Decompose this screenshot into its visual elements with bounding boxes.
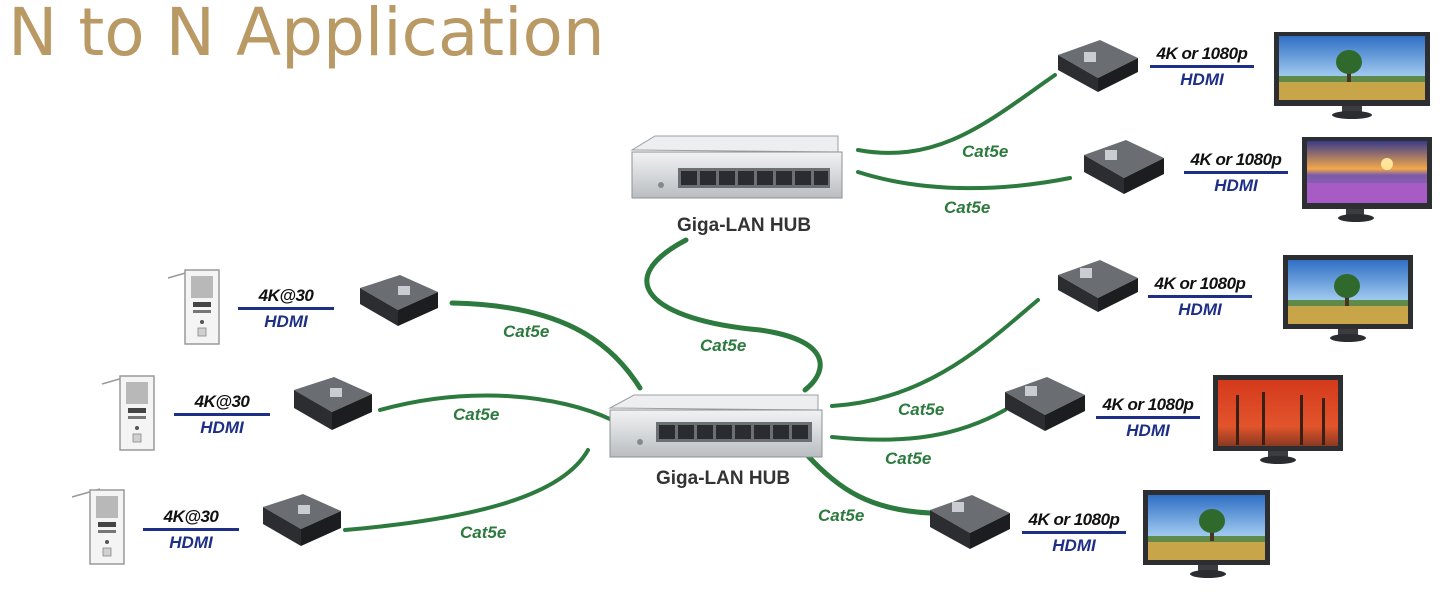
extender-box-center-2 [1005, 377, 1085, 431]
cable-label-source-3: Cat5e [460, 523, 507, 542]
cable-source-1 [449, 300, 643, 391]
cable-top-output-2 [856, 170, 1072, 191]
source-resolution: 4K@30 [194, 392, 250, 411]
output-interface: HDMI [1126, 421, 1170, 440]
intercom-panel-icon [71, 488, 125, 565]
cable-label-source-1: Cat5e [503, 322, 550, 341]
cable-source-2 [378, 393, 614, 422]
cable-top-output-1 [856, 73, 1057, 155]
source-label-3: 4K@30 HDMI [143, 507, 239, 553]
cable-label-center-output-2: Cat5e [885, 449, 932, 468]
source-label-1: 4K@30 HDMI [238, 286, 334, 332]
monitor-icon [1213, 375, 1343, 464]
extender-box-source-3 [263, 494, 341, 546]
cable-center-output-3 [805, 453, 933, 516]
output-resolution: 4K or 1080p [1154, 274, 1246, 293]
output-interface: HDMI [1180, 70, 1224, 89]
extender-box-center-3 [930, 495, 1010, 549]
intercom-panel-icon [101, 375, 155, 451]
hub-center-label: Giga-LAN HUB [656, 468, 791, 489]
source-resolution: 4K@30 [163, 507, 219, 526]
source-interface: HDMI [169, 533, 213, 552]
monitor-icon [1274, 32, 1430, 119]
underline-bar [1150, 65, 1254, 68]
cable-center-output-2 [830, 408, 1007, 442]
underline-bar [238, 307, 334, 310]
cable-label-top-output-1: Cat5e [962, 142, 1009, 161]
cable-source-3 [343, 448, 590, 532]
extender-box-source-2 [294, 377, 372, 430]
output-interface: HDMI [1214, 176, 1258, 195]
hub-top-label: Giga-LAN HUB [677, 215, 812, 236]
underline-bar [1096, 416, 1200, 419]
underline-bar [1184, 171, 1288, 174]
extender-box-top-2 [1084, 140, 1164, 194]
source-interface: HDMI [264, 312, 308, 331]
output-interface: HDMI [1052, 536, 1096, 555]
output-label-center-1: 4K or 1080p HDMI [1148, 274, 1252, 320]
cable-label-center-output-1: Cat5e [898, 400, 945, 419]
output-interface: HDMI [1178, 300, 1222, 319]
cable-label-top-output-2: Cat5e [944, 198, 991, 217]
underline-bar [174, 413, 270, 416]
page-title: N to N Application [8, 0, 605, 71]
source-resolution: 4K@30 [258, 286, 314, 305]
output-label-top-1: 4K or 1080p HDMI [1150, 44, 1254, 90]
output-label-top-2: 4K or 1080p HDMI [1184, 150, 1288, 196]
output-resolution: 4K or 1080p [1156, 44, 1248, 63]
cable-label-center-output-3: Cat5e [818, 506, 865, 525]
source-label-2: 4K@30 HDMI [174, 392, 270, 438]
intercom-panel-icon [167, 269, 220, 345]
cable-label-hub-link: Cat5e [700, 336, 747, 355]
cable-hub-link [644, 237, 823, 393]
underline-bar [1022, 531, 1126, 534]
underline-bar [1148, 295, 1252, 298]
cable-label-source-2: Cat5e [453, 405, 500, 424]
hub-top [630, 135, 843, 199]
source-interface: HDMI [200, 418, 244, 437]
extender-box-source-1 [360, 275, 438, 326]
cable-center-output-1 [830, 298, 1040, 408]
output-resolution: 4K or 1080p [1190, 150, 1282, 169]
monitor-icon [1283, 255, 1413, 342]
underline-bar [143, 528, 239, 531]
extender-box-center-1 [1058, 260, 1138, 312]
extender-box-top-1 [1058, 40, 1138, 92]
hub-center [608, 394, 823, 458]
output-label-center-2: 4K or 1080p HDMI [1096, 395, 1200, 441]
output-resolution: 4K or 1080p [1028, 510, 1120, 529]
output-label-center-3: 4K or 1080p HDMI [1022, 510, 1126, 556]
monitor-icon [1143, 490, 1270, 578]
output-resolution: 4K or 1080p [1102, 395, 1194, 414]
monitor-icon [1302, 137, 1432, 222]
